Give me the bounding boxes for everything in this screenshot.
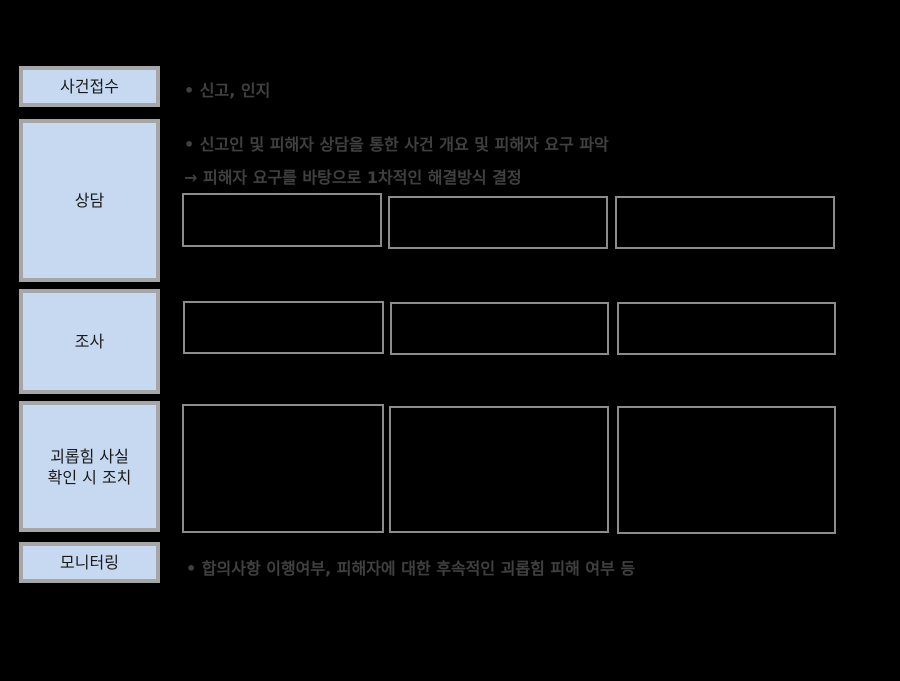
action-slot-1 xyxy=(182,404,384,533)
stage-label: 모니터링 xyxy=(60,553,119,572)
investigation-slot-2 xyxy=(390,302,609,355)
counseling-slot-1 xyxy=(182,193,382,247)
stage-label: 괴롭힘 사실 확인 시 조치 xyxy=(47,446,132,487)
stage-monitoring: 모니터링 xyxy=(19,542,160,583)
stage-label: 조사 xyxy=(74,332,105,351)
investigation-slot-1 xyxy=(183,301,384,354)
stage-action-on-confirmation: 괴롭힘 사실 확인 시 조치 xyxy=(19,401,160,532)
action-slot-3 xyxy=(617,406,836,534)
stage-counseling-description-line2: → 피해자 요구를 바탕으로 1차적인 해결방식 결정 xyxy=(184,168,522,187)
counseling-slot-3 xyxy=(615,196,835,249)
counseling-slot-2 xyxy=(388,196,608,249)
stage-counseling: 상담 xyxy=(19,119,160,282)
stage-label: 사건접수 xyxy=(60,77,119,96)
stage-counseling-description-line1: • 신고인 및 피해자 상담을 통한 사건 개요 및 피해자 요구 파악 xyxy=(184,135,609,154)
investigation-slot-3 xyxy=(617,302,836,355)
stage-label: 상담 xyxy=(74,191,105,210)
stage-intake: 사건접수 xyxy=(19,66,160,107)
action-slot-2 xyxy=(389,406,609,533)
stage-intake-description: • 신고, 인지 xyxy=(184,81,271,100)
stage-monitoring-description: • 합의사항 이행여부, 피해자에 대한 후속적인 괴롭힘 피해 여부 등 xyxy=(186,559,636,578)
stage-investigation: 조사 xyxy=(19,289,160,394)
